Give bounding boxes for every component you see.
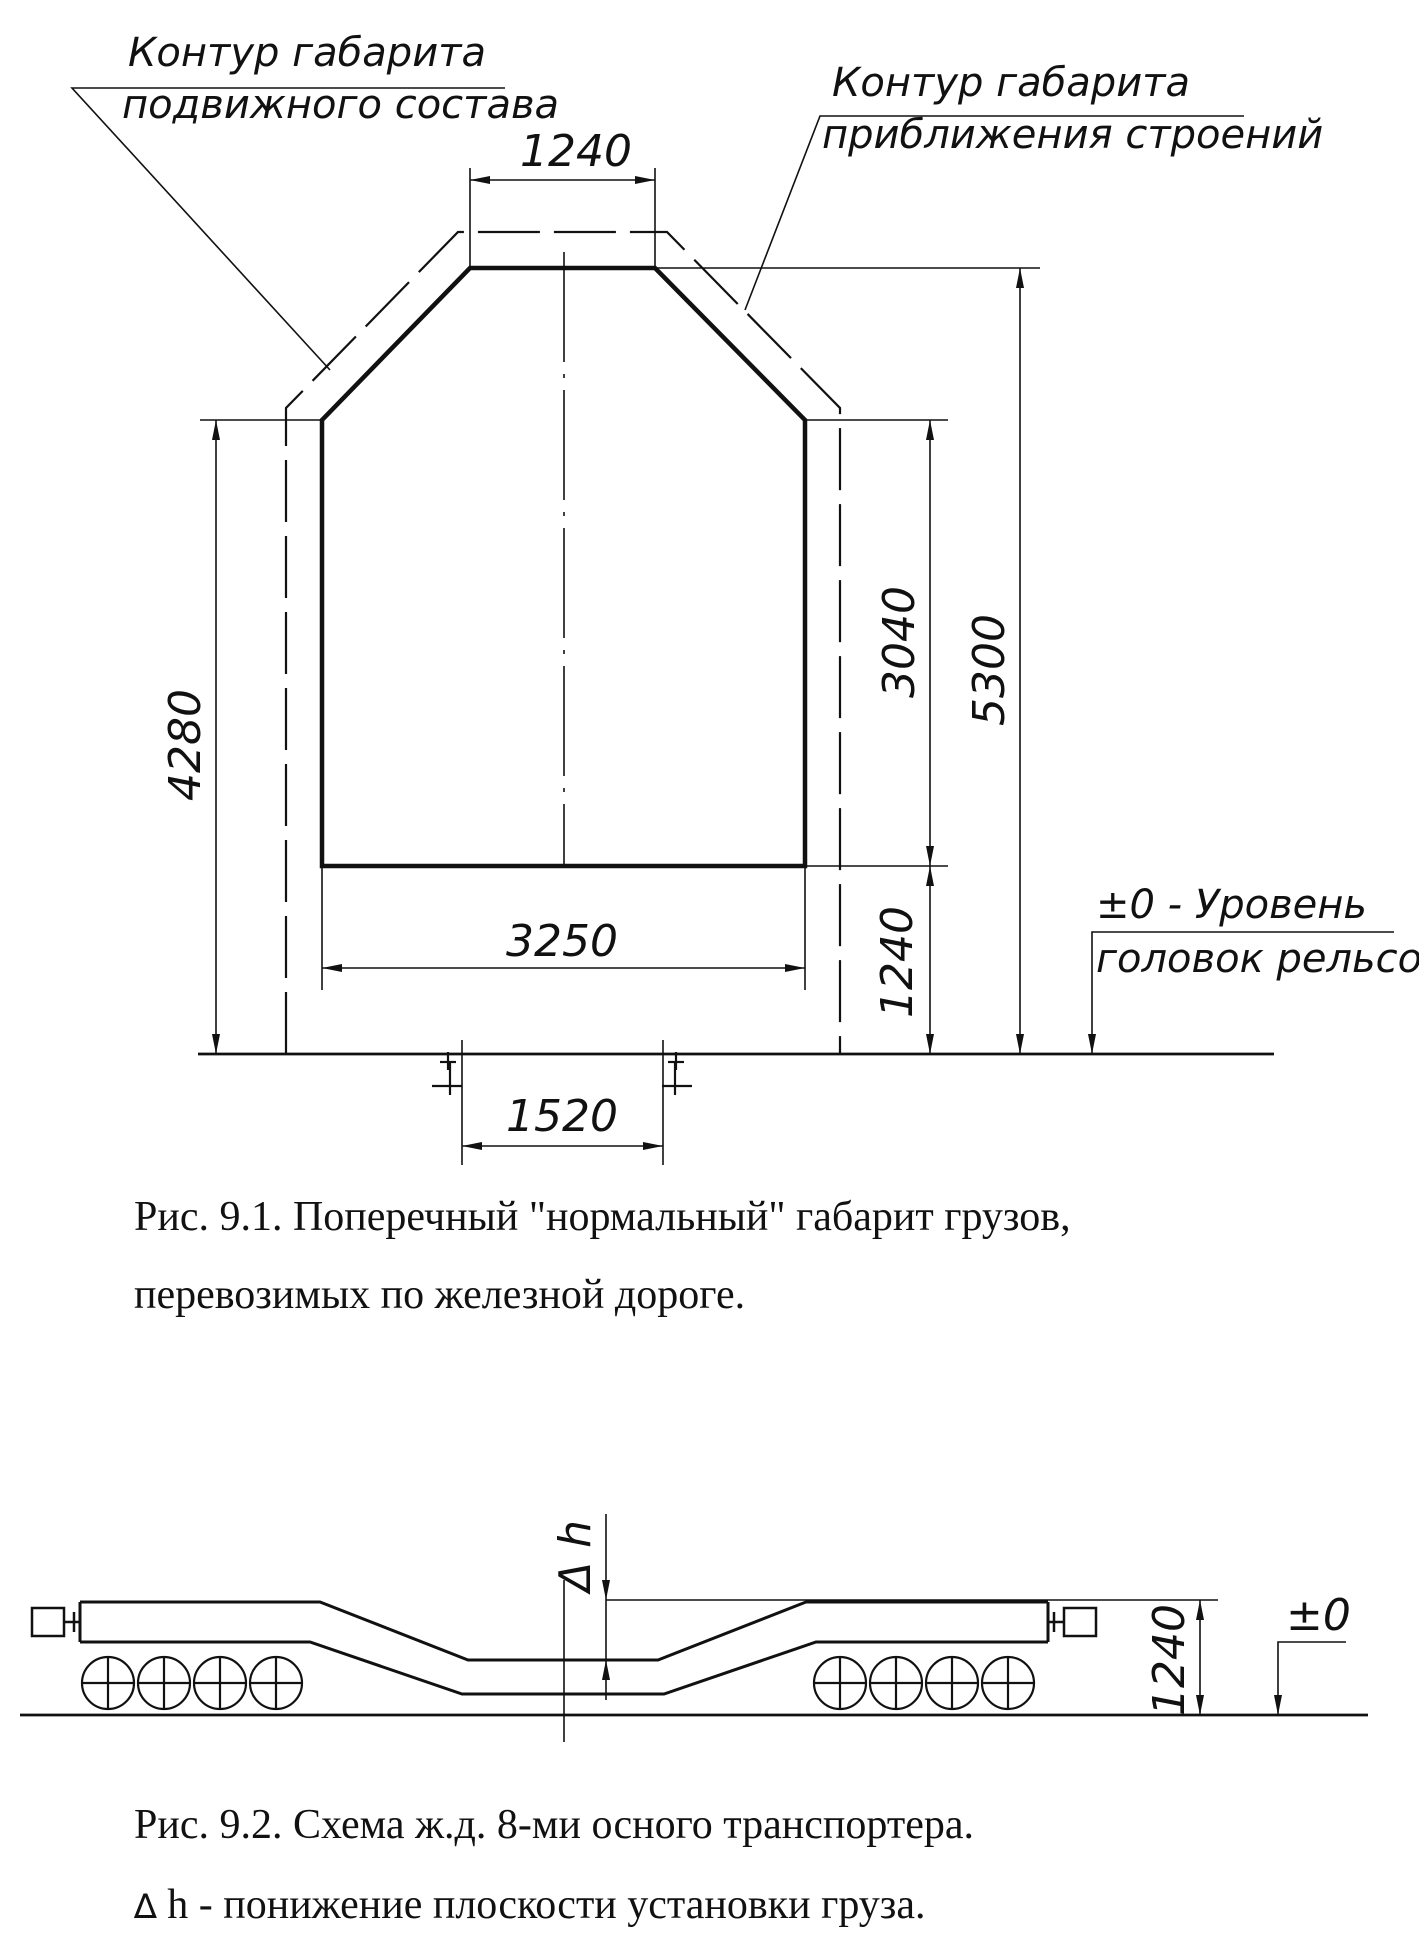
leader-rolling-stock — [70, 87, 505, 371]
delta-h-dimension — [602, 1514, 1218, 1700]
coupler-left — [30, 1606, 66, 1638]
caption-fig1-line1: Рис. 9.1. Поперечный "нормальный" габари… — [134, 1194, 1071, 1240]
label-level-line2: головок рельсов — [1096, 936, 1419, 982]
leader-lines — [70, 87, 1394, 1054]
wheel-group-right — [812, 1655, 1036, 1711]
delta-symbol: ∆ — [134, 1887, 157, 1927]
coupler-right — [1062, 1606, 1098, 1638]
dim-text-top-width: 1240 — [520, 126, 632, 177]
label-structures-line1: Контур габарита — [832, 60, 1190, 106]
label-rolling-stock-line1: Контур габарита — [128, 30, 486, 76]
dim-text-rail-gauge: 1520 — [506, 1091, 618, 1142]
dim-text-zero: ±0 — [1286, 1590, 1351, 1641]
leader-level — [1088, 931, 1394, 1054]
caption-fig2-line2-text: h - понижение плоскости установки груза. — [156, 1882, 926, 1928]
dim-text-right-upper-height: 3040 — [874, 586, 925, 698]
caption-fig2-line2: ∆ h - понижение плоскости установки груз… — [134, 1884, 926, 1926]
caption-fig2-line1: Рис. 9.2. Схема ж.д. 8-ми осного транспо… — [134, 1802, 974, 1848]
dim-text-base-width: 3250 — [506, 916, 618, 967]
transporter-frame-bottom — [80, 1640, 1048, 1696]
label-level-line1: ±0 - Уровень — [1096, 882, 1367, 928]
dim-text-right-lower-height: 1240 — [872, 906, 923, 1018]
figure-9-2 — [20, 1514, 1368, 1742]
transporter-frame-top — [80, 1600, 1048, 1662]
dimension-lines — [212, 176, 1024, 1150]
rail-left — [432, 1052, 462, 1095]
dim-text-delta-h: Δ h — [550, 1520, 601, 1595]
structures-clearance-contour — [284, 230, 842, 1054]
rail-right — [662, 1052, 692, 1095]
label-structures-line2: приближения строений — [822, 112, 1323, 158]
label-rolling-stock-line2: подвижного состава — [122, 82, 559, 128]
leader-structures — [744, 115, 1244, 311]
dim-text-left-height: 4280 — [160, 689, 211, 801]
dim-text-total-height: 5300 — [964, 614, 1015, 726]
zero-level-leader — [1274, 1641, 1346, 1715]
figure-9-1 — [70, 87, 1394, 1165]
wheel-group-left — [80, 1655, 304, 1711]
dim-text-fig2-height: 1240 — [1144, 1604, 1195, 1716]
caption-fig1-line2: перевозимых по железной дороге. — [134, 1272, 746, 1318]
